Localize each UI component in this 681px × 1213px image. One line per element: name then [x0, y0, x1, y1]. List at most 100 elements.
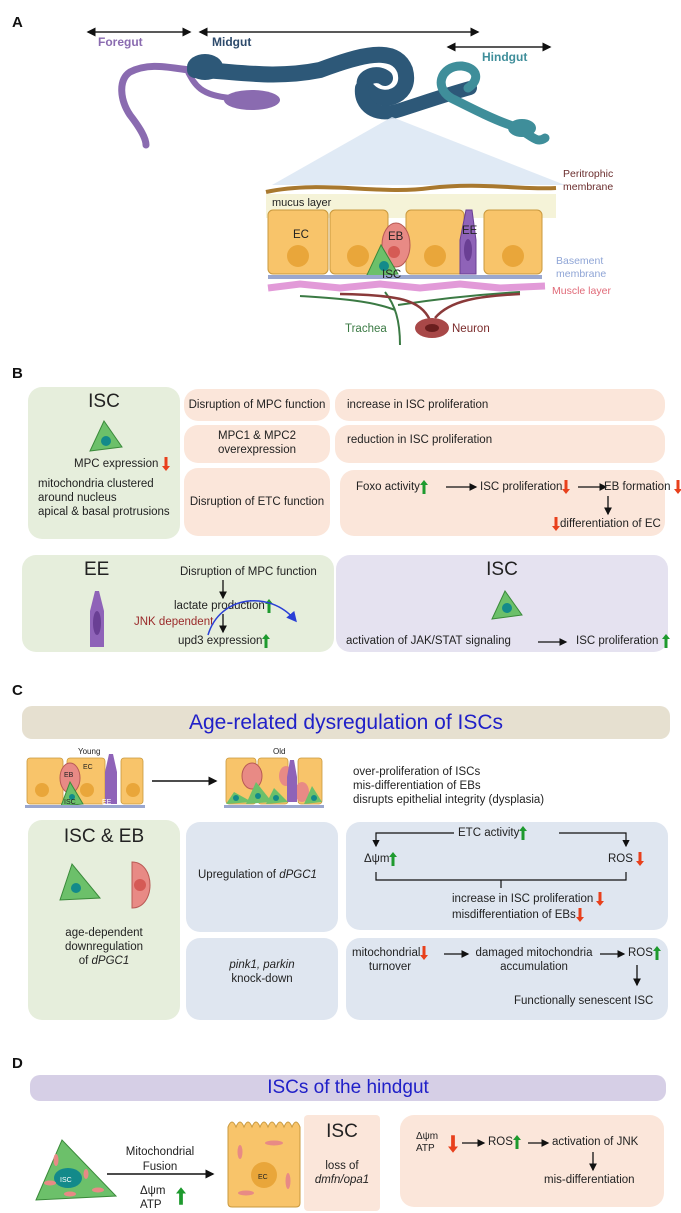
old-epithelium — [224, 757, 324, 808]
basement-membrane — [268, 275, 542, 279]
ee-step-upd3: upd3 expression — [178, 634, 270, 648]
jak-stat-activation: activation of JAK/STAT signaling — [346, 635, 511, 647]
eb-formation: EB formation — [604, 480, 681, 494]
outcome-etc-cascade: Foxo activity ISC proliferation EB forma… — [340, 470, 665, 536]
isc-cell-icon — [491, 590, 523, 620]
cascade-jnk: activation of JNK — [552, 1136, 639, 1148]
arrow-right-icon — [578, 483, 608, 491]
panel-letter-a: A — [12, 14, 23, 31]
condition-mpc-disruption: Disruption of MPC function — [184, 389, 330, 421]
up-arrow-icon — [176, 1187, 186, 1205]
hindgut-isc-box: ISC loss of dmfn/opa1 — [304, 1115, 380, 1211]
cascade-misdiff: mis-differentiation — [544, 1174, 635, 1186]
condition-etc-disruption: Disruption of ETC function — [184, 468, 330, 536]
panel-letter-d: D — [12, 1055, 23, 1072]
muscle-label: Muscle layer — [552, 285, 611, 297]
outcome-reduction: reduction in ISC proliferation — [335, 425, 665, 463]
young-label: Young — [78, 747, 101, 756]
aging-effect-2: mis-differentiation of EBs — [353, 780, 481, 792]
arrow-down-icon — [633, 965, 641, 987]
mpc-expression: MPC expression — [74, 457, 170, 471]
jnk-dependent: JNK dependent — [134, 616, 214, 628]
arrow-right-icon — [446, 483, 478, 491]
up-arrow-icon — [389, 852, 397, 866]
arrow-right-icon — [538, 638, 568, 646]
foregut-label: Foregut — [98, 35, 143, 49]
trachea-label: Trachea — [345, 323, 387, 335]
foxo-activity: Foxo activity — [356, 480, 428, 494]
loss-of: loss of — [325, 1160, 359, 1172]
outcome-increase: increase in ISC proliferation — [335, 389, 665, 421]
midgut-label: Midgut — [212, 35, 252, 49]
young-epithelium — [25, 754, 145, 808]
banner-age-related: Age-related dysregulation of ISCs — [22, 706, 670, 739]
up-arrow-icon — [662, 634, 670, 648]
etc-outcome-1: increase in ISC proliferation — [452, 892, 604, 906]
differentiation-ec: differentiation of EC — [552, 517, 661, 531]
hindgut-label: Hindgut — [482, 50, 528, 64]
banner-hindgut: ISCs of the hindgut — [30, 1075, 666, 1101]
ee-label: EE — [462, 225, 478, 237]
isc-eb-box: ISC & EB age-dependent downregulation of… — [28, 820, 180, 1020]
arrow-right-icon — [444, 950, 470, 958]
hindgut-isc-title: ISC — [326, 1121, 358, 1142]
isc-eb-title: ISC & EB — [63, 826, 145, 847]
muscle-layer — [267, 280, 546, 292]
panel-letter-c: C — [12, 682, 23, 699]
ros-level: ROS — [608, 852, 644, 866]
zoom-cone — [272, 117, 565, 185]
trachea — [299, 291, 521, 346]
isc-note-2: around nucleus — [38, 492, 117, 504]
arrow-down-icon — [589, 1152, 597, 1172]
arrow-right-icon — [600, 950, 626, 958]
upd3-to-jak-arrow — [207, 599, 297, 636]
ee-title: EE — [84, 559, 110, 580]
mucus-label: mucus layer — [272, 197, 332, 209]
isc-jak-box: ISC activation of JAK/STAT signaling ISC… — [336, 555, 668, 652]
hindgut-isc-icon — [35, 1139, 118, 1201]
pink1-parkin-box: pink1, parkin knock-down — [186, 938, 338, 1020]
ee-step-mpc: Disruption of MPC function — [180, 566, 317, 578]
isc-cell-icon — [59, 862, 102, 901]
isc-label: ISC — [382, 269, 402, 281]
dmfn-opa1: dmfn/opa1 — [314, 1174, 370, 1186]
isc-proliferation: ISC proliferation — [480, 480, 570, 494]
etc-activity-box: ETC activity Δψm ROS increase in ISC pro… — [346, 822, 668, 930]
down-arrow-icon — [420, 946, 428, 960]
delta-psi-m: Δψm — [364, 852, 397, 866]
ros-up: ROS — [628, 946, 661, 960]
fusion-dpsi: Δψm — [140, 1185, 166, 1197]
mito-fusion-label-2: Fusion — [142, 1161, 178, 1173]
etc-bracket-lines — [372, 832, 630, 888]
arrow-down-icon — [219, 614, 227, 634]
midgut-shape — [187, 46, 415, 106]
arrow-down-icon — [219, 580, 227, 600]
aging-arrow — [152, 776, 218, 786]
up-arrow-icon — [653, 946, 661, 960]
isc-eb-note-3: of dPGC1 — [78, 955, 130, 967]
ec-label: EC — [293, 229, 309, 241]
hindgut-ec-label: EC — [258, 1174, 268, 1181]
arrow-right-icon — [528, 1139, 550, 1147]
neuron-label: Neuron — [452, 323, 490, 335]
panel-letter-b: B — [12, 365, 23, 382]
down-arrow-icon — [162, 457, 170, 471]
isc-note-3: apical & basal protrusions — [38, 506, 170, 518]
mito-fusion-label-1: Mitochondrial — [125, 1146, 195, 1158]
etc-outcome-2: misdifferentiation of EBs — [452, 908, 584, 922]
isc-summary-box: ISC MPC expression mitochondria clustere… — [28, 387, 180, 539]
isc-eb-note-1: age-dependent — [65, 927, 143, 939]
up-arrow-icon — [513, 1135, 521, 1149]
fusion-atp: ATP — [140, 1199, 162, 1211]
isc-note-1: mitochondria clustered — [38, 478, 154, 490]
isc-cell-icon — [89, 419, 123, 452]
etc-activity: ETC activity — [458, 826, 527, 840]
old-label: Old — [273, 747, 286, 756]
down-arrow-icon — [576, 908, 584, 922]
peritrophic-membrane — [265, 183, 557, 194]
